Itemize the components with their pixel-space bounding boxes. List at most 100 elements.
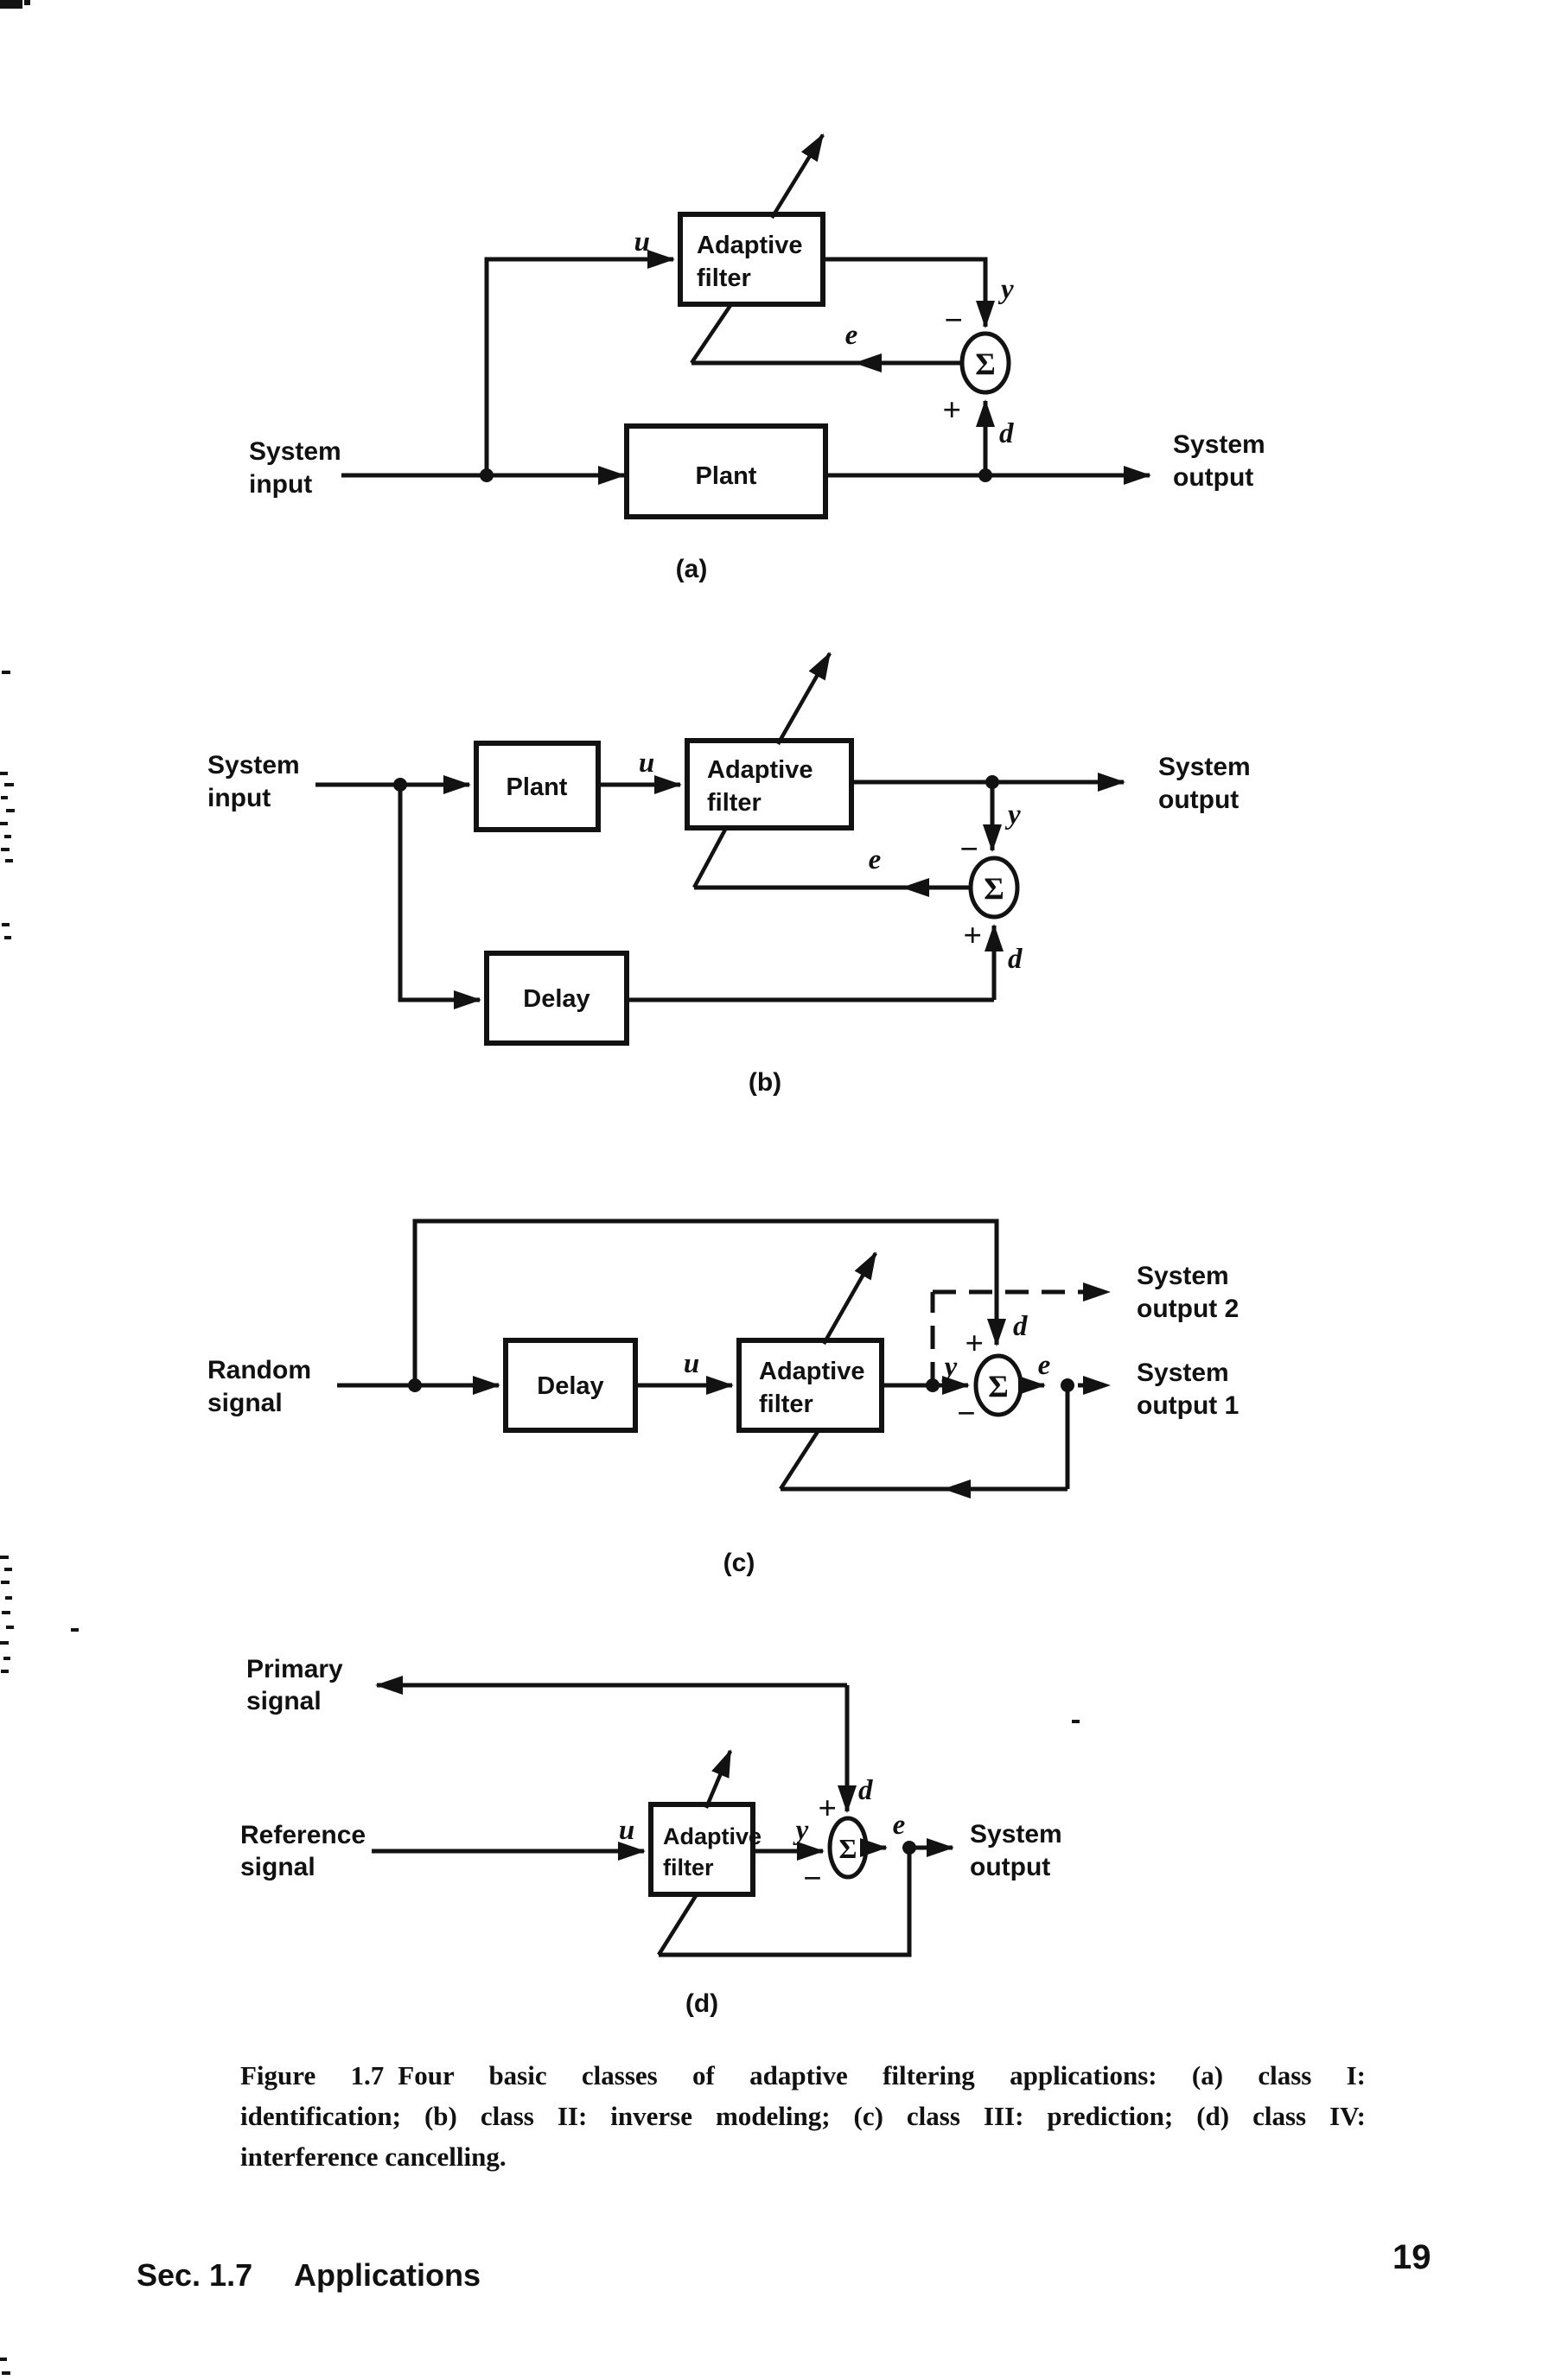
- signal-u: u: [634, 226, 650, 258]
- primary-signal-label: Primary: [246, 1655, 343, 1683]
- adaptive-filter-label: Adaptive: [697, 232, 802, 259]
- plant-label: Plant: [507, 773, 568, 801]
- adaptation-arrow: [704, 1749, 733, 1809]
- scan-artifact: [5, 1596, 12, 1600]
- adaptive-filter-box: [648, 1802, 755, 1897]
- system-output-label: System: [1158, 753, 1251, 781]
- scan-artifact: [5, 859, 13, 862]
- minus-sign: −: [803, 1861, 822, 1897]
- plant-box: [474, 741, 601, 832]
- scan-artifact: [2, 671, 10, 674]
- scan-artifact: [0, 0, 22, 9]
- minus-sign: −: [957, 1396, 976, 1432]
- scan-artifact: [2, 2371, 10, 2375]
- signal-y: y: [941, 1352, 958, 1383]
- error-to-filter-diagonal: [692, 826, 728, 889]
- delay-box: [503, 1338, 638, 1433]
- random-signal-label: Random: [207, 1356, 311, 1384]
- caption-line-3: interference cancelling.: [240, 2141, 507, 2172]
- scan-artifact: [2, 923, 10, 926]
- adaptive-filter-label: Adaptive: [663, 1823, 762, 1849]
- diagram-b: System input Plant u Adaptive filter Sys…: [207, 652, 1251, 1097]
- scan-artifact: [0, 1641, 9, 1645]
- adaptive-filter-label: Adaptive: [707, 756, 813, 784]
- system-output1-label: System: [1137, 1359, 1229, 1387]
- signal-d: d: [858, 1775, 873, 1806]
- scan-artifact: [1, 848, 10, 851]
- error-to-filter-diagonal: [690, 302, 733, 365]
- signal-e: e: [1038, 1350, 1051, 1381]
- adaptive-filter-box: [736, 1338, 884, 1433]
- scan-artifact: [1072, 1720, 1080, 1723]
- plus-sign: +: [963, 918, 982, 954]
- signal-y: y: [1004, 799, 1021, 830]
- scan-artifact: [3, 1657, 10, 1660]
- caption-line-2: identification; (b) class II: inverse mo…: [240, 2101, 1366, 2131]
- system-output-label: output: [970, 1853, 1050, 1881]
- delay-label: Delay: [523, 985, 589, 1013]
- system-output2-label: System: [1137, 1262, 1229, 1290]
- sigma-symbol: Σ: [839, 1833, 857, 1864]
- delay-box: [484, 951, 629, 1046]
- diagram-a: System input u Adaptive filter y − Σ e +…: [249, 133, 1265, 583]
- scan-artifact: [4, 1568, 12, 1571]
- signal-u: u: [619, 1815, 634, 1846]
- scan-artifact: [0, 822, 8, 825]
- sigma-symbol: Σ: [988, 1369, 1009, 1403]
- random-signal-label: signal: [207, 1389, 283, 1417]
- scan-artifact: [0, 772, 8, 775]
- signal-y: y: [793, 1815, 809, 1846]
- plant-label: Plant: [696, 462, 757, 490]
- system-output2-label: output 2: [1137, 1295, 1239, 1323]
- diagram-d: Primary signal + d Reference signal u Ad…: [240, 1655, 1062, 2018]
- primary-signal-label: signal: [246, 1687, 322, 1715]
- system-input-label: System: [249, 437, 341, 466]
- system-output-label: output: [1158, 786, 1239, 814]
- signal-e: e: [845, 320, 858, 351]
- adaptation-arrow: [776, 652, 832, 746]
- error-to-filter-diagonal: [657, 1893, 698, 1957]
- direct-path-line: [412, 1219, 1006, 1385]
- system-input-label: input: [207, 784, 271, 812]
- scan-artifact: [4, 835, 11, 838]
- minus-sign: −: [959, 831, 978, 868]
- figure-number: Figure 1.7: [240, 2060, 385, 2090]
- scan-artifact: [6, 1626, 14, 1629]
- adaptive-filter-label: filter: [707, 789, 762, 817]
- delay-label: Delay: [537, 1372, 603, 1400]
- scan-artifact: [1, 796, 8, 799]
- subfigure-label-d: (d): [685, 1989, 718, 2018]
- plus-sign: +: [818, 1791, 837, 1827]
- sigma-symbol: Σ: [975, 347, 996, 381]
- caption-text: Four basic classes of adaptive filtering…: [398, 2060, 1366, 2090]
- reference-signal-label: Reference: [240, 1821, 366, 1849]
- system-output1-label: output 1: [1137, 1391, 1239, 1420]
- minus-sign: −: [944, 302, 963, 339]
- scan-artifact: [0, 2358, 7, 2361]
- adaptive-filter-box: [678, 212, 825, 307]
- plant-box: [624, 423, 828, 519]
- scan-artifact: [2, 1611, 10, 1614]
- signal-u: u: [639, 748, 654, 779]
- signal-u: u: [684, 1348, 699, 1379]
- system-input-label: System: [207, 751, 300, 780]
- adaptive-filter-label: filter: [759, 1390, 813, 1418]
- branch-to-filter-line: [484, 250, 675, 475]
- caption-line-1: Figure 1.7 Four basic classes of adaptive…: [240, 2055, 1366, 2096]
- system-output-label: System: [970, 1820, 1062, 1849]
- subfigure-label-c: (c): [723, 1549, 755, 1577]
- adaptation-arrow: [822, 1251, 877, 1346]
- signal-e: e: [893, 1810, 906, 1841]
- plus-sign: +: [942, 392, 961, 429]
- signal-y: y: [997, 274, 1014, 305]
- scan-artifact: [24, 0, 30, 5]
- filter-output-line: [823, 257, 995, 328]
- system-input-label: input: [249, 470, 312, 499]
- system-output-label: output: [1173, 463, 1253, 492]
- adaptive-filter-label: Adaptive: [759, 1358, 864, 1385]
- figure-caption: Figure 1.7 Four basic classes of adaptive…: [240, 2055, 1366, 2177]
- branch-to-delay-line: [398, 785, 481, 1009]
- subfigure-label-a: (a): [676, 555, 708, 583]
